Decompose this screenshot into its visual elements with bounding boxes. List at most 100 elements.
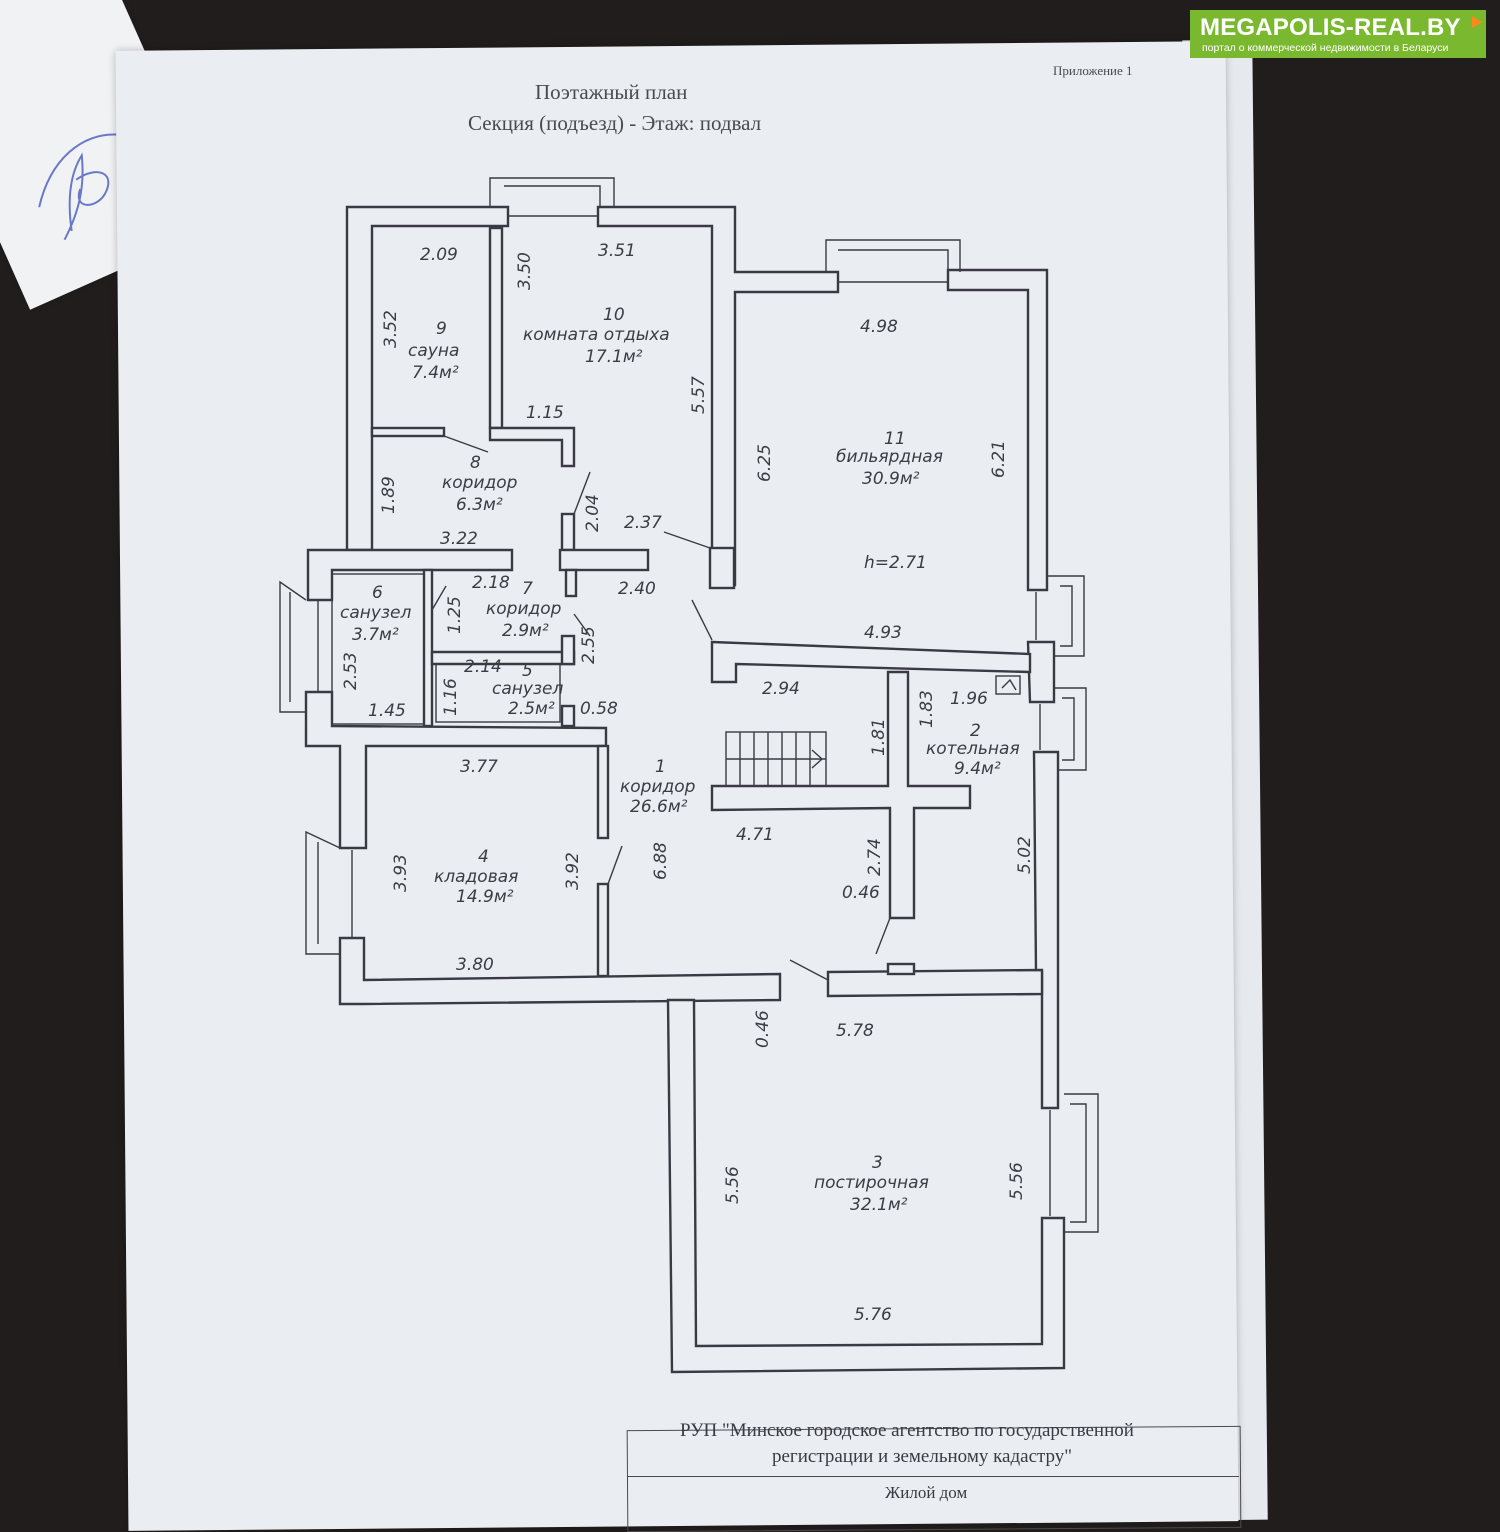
dim-label: 4.98	[860, 317, 898, 337]
partition-rest-corner	[488, 426, 576, 468]
dim-label: 2.14	[464, 657, 502, 677]
room-10-name: комната отдыха	[523, 325, 670, 345]
window-right-laundry	[1049, 1093, 1099, 1233]
dim-label: 1.83	[917, 690, 937, 728]
room-2-number: 2	[970, 721, 981, 741]
door-swing-11	[663, 531, 711, 549]
room-1-number: 1	[655, 757, 666, 777]
outer-wall-left-mid	[306, 548, 514, 602]
dimension-labels: 2.09 3.50 3.51 3.52 1.15 5.57 4.98 6.25 …	[341, 241, 1035, 1325]
appendix-label: Приложение 1	[1053, 63, 1133, 78]
title-block-divider	[627, 1476, 1239, 1477]
dim-label: 1.45	[368, 701, 406, 721]
room-2-area: 9.4м²	[954, 759, 1001, 779]
dim-label: 6.21	[989, 440, 1009, 478]
dim-label: 3.51	[598, 241, 636, 261]
room-1-area: 26.6м²	[630, 797, 688, 817]
window-left-storage	[305, 830, 353, 955]
dim-label: 2.37	[624, 513, 662, 533]
window-left-wc	[279, 580, 319, 713]
dim-label: 5.56	[1007, 1162, 1027, 1200]
room-4-area: 14.9м²	[456, 887, 514, 907]
room-7-area: 2.9м²	[502, 621, 549, 641]
partition-wc5-stub2	[560, 704, 576, 728]
dim-label: 5.78	[836, 1021, 874, 1041]
boiler-unit-mark	[1001, 678, 1017, 691]
room-4-name: кладовая	[434, 867, 518, 887]
site-watermark[interactable]: MEGAPOLIS-REAL.BY портал о коммерческой …	[1190, 10, 1486, 58]
staircase	[725, 731, 827, 787]
door-swings	[431, 435, 1021, 981]
dim-label: 5.02	[1015, 836, 1035, 874]
partition-stub-b	[558, 548, 650, 572]
partition-storage-upper	[596, 744, 610, 840]
room-6-name: санузел	[340, 603, 411, 623]
dim-label: 1.96	[950, 689, 988, 709]
outer-wall-laundry	[666, 998, 1066, 1374]
room-11-name: бильярдная	[836, 447, 943, 467]
dim-label: 5.76	[854, 1305, 892, 1325]
room-4-number: 4	[478, 847, 489, 867]
dim-label: 2.55	[579, 626, 599, 664]
room-7-number: 7	[522, 579, 533, 599]
room-8-name: коридор	[442, 473, 518, 493]
org-name-line2: регистрации и земельному кадастру"	[772, 1446, 1073, 1467]
dim-label: 2.18	[472, 573, 510, 593]
watermark-tagline: портал о коммерческой недвижимости в Бел…	[1202, 42, 1449, 54]
door-swing-5	[573, 613, 591, 637]
door-swing-stair	[691, 599, 713, 641]
wc5-outline	[435, 663, 561, 723]
room-1-name: коридор	[620, 777, 696, 797]
room-3-number: 3	[872, 1153, 883, 1173]
window-right-billiard	[1035, 575, 1085, 657]
dim-label: 5.56	[723, 1166, 743, 1204]
windows	[279, 177, 1099, 1233]
dim-label: 6.88	[651, 842, 671, 880]
window-top-left	[489, 177, 615, 217]
dim-label: 1.89	[379, 476, 399, 514]
dim-label: 1.81	[869, 718, 889, 756]
outer-wall-top-room10	[596, 205, 840, 587]
flag-icon	[1472, 16, 1482, 28]
dim-label: 2.53	[341, 652, 361, 690]
window-right-boiler	[1039, 687, 1087, 771]
room-10-number: 10	[603, 305, 625, 325]
dim-label: 2.09	[420, 245, 458, 265]
org-name-line1: РУП "Минское городское агентство по госу…	[680, 1420, 1134, 1441]
dim-label: 3.92	[563, 852, 583, 890]
outer-wall-left-bottom	[338, 936, 782, 1006]
dim-label: 2.04	[583, 494, 603, 532]
room-9-number: 9	[436, 319, 447, 339]
wc6-outline	[331, 573, 425, 725]
window-top-right	[825, 239, 961, 283]
partition-sauna-rest	[488, 226, 504, 430]
dim-label: 0.58	[580, 699, 618, 719]
height-note: h=2.71	[864, 553, 927, 573]
partition-stub-c	[564, 568, 578, 598]
dim-label: 5.57	[689, 376, 709, 414]
watermark-brand: MEGAPOLIS-REAL.BY	[1200, 14, 1461, 41]
room-8-number: 8	[470, 453, 481, 473]
dim-label: 3.52	[381, 310, 401, 348]
stair-treads	[726, 732, 826, 786]
partition-rest-end	[708, 546, 736, 590]
partition-wc5-stub	[560, 634, 576, 666]
room-9-area: 7.4м²	[412, 363, 459, 383]
room-10-area: 17.1м²	[585, 347, 643, 367]
partition-storage-lower	[596, 882, 610, 978]
door-swing-7	[431, 585, 447, 611]
partition-wc5	[430, 650, 576, 666]
door-swing-8	[443, 435, 489, 453]
partition-stair-right	[710, 670, 972, 920]
room-11-number: 11	[884, 429, 906, 449]
dim-label: 2.40	[618, 579, 656, 599]
door-swing-4	[607, 845, 623, 885]
dim-label: 1.16	[441, 678, 461, 716]
partition-sauna-corridor	[370, 426, 446, 438]
partitions	[331, 226, 1032, 978]
partition-stub-a	[560, 512, 576, 552]
room-11-area: 30.9м²	[862, 469, 920, 489]
object-name: Жилой дом	[885, 1483, 968, 1502]
dim-label: 3.22	[440, 529, 478, 549]
dim-label: 3.80	[456, 955, 494, 975]
